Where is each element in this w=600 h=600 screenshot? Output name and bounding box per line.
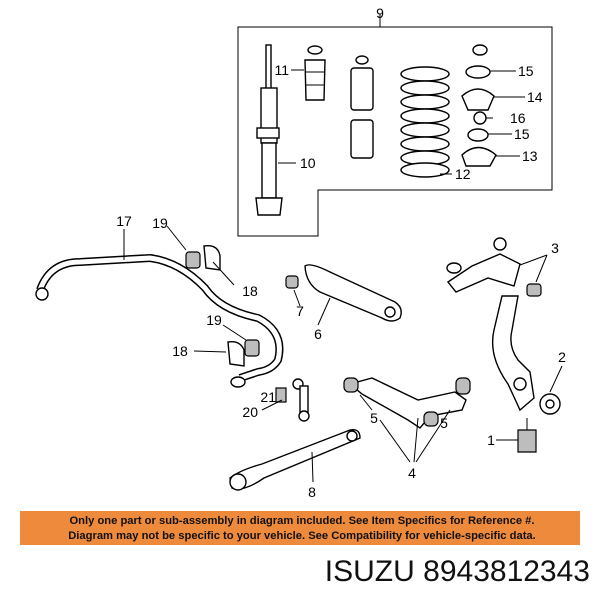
- callout-15-mid: 15: [514, 126, 530, 142]
- callout-19-low: 19: [206, 312, 222, 328]
- callout-8: 8: [308, 484, 316, 500]
- callout-2: 2: [558, 349, 566, 365]
- coil-spring: [400, 66, 450, 178]
- callout-19-top: 19: [152, 215, 168, 231]
- shock-absorber: [255, 44, 283, 216]
- upper-control-arm: [446, 237, 542, 297]
- part-label: ISUZU 8943812343: [300, 552, 590, 592]
- callout-20: 20: [242, 404, 258, 420]
- strut-rod: [229, 428, 361, 491]
- callout-5-left: 5: [370, 410, 378, 426]
- callout-10: 10: [300, 155, 316, 171]
- callout-18-low: 18: [172, 343, 188, 359]
- notice-line-2: Diagram may not be specific to your vehi…: [68, 530, 536, 542]
- callout-9: 9: [376, 5, 384, 21]
- bump-stop: [304, 45, 326, 101]
- compatibility-notice: Only one part or sub-assembly in diagram…: [20, 511, 580, 545]
- callout-3: 3: [551, 240, 559, 256]
- callout-15-top: 15: [518, 63, 534, 79]
- callout-11: 11: [274, 62, 289, 78]
- item-9-inset-frame: [237, 26, 553, 237]
- callout-6: 6: [314, 326, 322, 342]
- callout-16: 16: [510, 110, 526, 126]
- strut-mount-stack: [461, 44, 497, 167]
- part-number: 8943812343: [423, 555, 590, 588]
- brand-name: ISUZU: [324, 555, 415, 588]
- callout-5-right: 5: [440, 415, 448, 431]
- upper-link-arm: [285, 264, 402, 322]
- stabilizer-bushing: [185, 245, 260, 388]
- callout-4: 4: [408, 465, 416, 481]
- callout-7: 7: [296, 303, 304, 319]
- callout-18-top: 18: [242, 283, 258, 299]
- callout-21: 21: [260, 389, 276, 405]
- callout-12: 12: [455, 166, 471, 182]
- steering-knuckle: [491, 295, 561, 415]
- lower-control-arm: [343, 377, 471, 429]
- callout-1: 1: [487, 432, 495, 448]
- callout-14: 14: [527, 89, 543, 105]
- ball-joint: [517, 418, 537, 453]
- dust-boot: [350, 55, 374, 159]
- notice-line-1: Only one part or sub-assembly in diagram…: [69, 515, 535, 527]
- callout-17: 17: [116, 213, 132, 229]
- stabilizer-link: [275, 378, 310, 422]
- callout-13: 13: [522, 148, 538, 164]
